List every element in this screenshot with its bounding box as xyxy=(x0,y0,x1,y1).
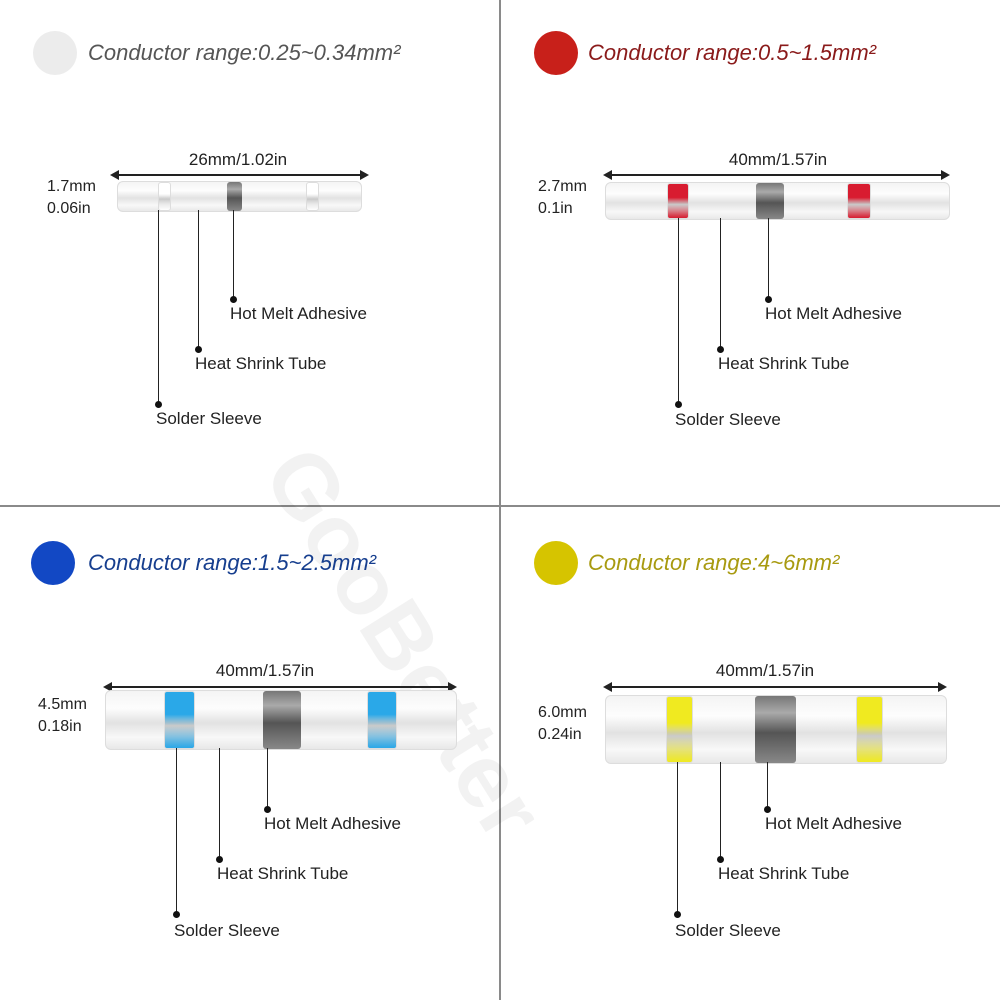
length-label: 40mm/1.57in xyxy=(215,661,315,680)
heat-leader-line xyxy=(216,748,223,863)
watermark-logo: GooBetter xyxy=(244,430,563,857)
horizontal-divider xyxy=(0,505,1000,507)
heat-leader-line xyxy=(717,218,724,353)
heat-leader-line xyxy=(717,762,724,863)
panel-title: Conductor range:1.5~2.5mm² xyxy=(88,550,376,575)
color-dot xyxy=(33,31,77,75)
adhesive-ring xyxy=(856,696,883,763)
color-dot xyxy=(534,31,578,75)
solder-label: Solder Sleeve xyxy=(156,409,262,428)
adhesive-label: Hot Melt Adhesive xyxy=(765,814,903,833)
diameter-in: 0.1in xyxy=(538,200,573,217)
adhesive-label: Hot Melt Adhesive xyxy=(765,304,903,323)
adhesive-leader-line xyxy=(173,748,180,918)
solder-sleeve xyxy=(756,183,784,219)
adhesive-leader-line xyxy=(674,762,681,918)
color-dot xyxy=(31,541,75,585)
heat-label: Heat Shrink Tube xyxy=(718,864,850,883)
adhesive-label: Hot Melt Adhesive xyxy=(230,304,368,323)
length-label: 40mm/1.57in xyxy=(715,661,815,680)
length-label: 40mm/1.57in xyxy=(728,150,828,169)
panel-title: Conductor range:0.25~0.34mm² xyxy=(88,40,401,65)
diameter-mm: 2.7mm xyxy=(538,178,587,195)
adhesive-ring xyxy=(158,182,171,211)
heat-shrink-tube xyxy=(605,695,947,764)
solder-leader-line xyxy=(230,210,237,303)
solder-sleeve xyxy=(755,696,796,763)
adhesive-ring xyxy=(666,696,693,763)
diameter-label: 6.0mm 0.24in xyxy=(538,702,587,746)
length-arrow xyxy=(603,682,947,692)
diameter-mm: 4.5mm xyxy=(38,696,87,713)
solder-label: Solder Sleeve xyxy=(675,921,781,940)
adhesive-leader-line xyxy=(675,218,682,408)
adhesive-ring xyxy=(367,691,397,749)
heat-label: Heat Shrink Tube xyxy=(217,864,349,883)
solder-leader-line xyxy=(264,748,271,813)
heat-leader-line xyxy=(195,210,202,353)
adhesive-leader-line xyxy=(155,210,162,408)
diameter-label: 4.5mm 0.18in xyxy=(38,694,87,738)
panel-title: Conductor range:0.5~1.5mm² xyxy=(588,40,876,65)
adhesive-ring xyxy=(164,691,195,749)
length-label: 26mm/1.02in xyxy=(188,150,288,169)
length-arrow xyxy=(110,170,369,180)
adhesive-label: Hot Melt Adhesive xyxy=(264,814,402,833)
color-dot xyxy=(534,541,578,585)
diameter-in: 0.06in xyxy=(47,200,91,217)
diameter-label: 1.7mm 0.06in xyxy=(47,176,96,220)
solder-sleeve xyxy=(227,182,242,211)
heat-label: Heat Shrink Tube xyxy=(718,354,850,373)
length-arrow xyxy=(103,682,457,692)
diameter-in: 0.18in xyxy=(38,718,82,735)
heat-label: Heat Shrink Tube xyxy=(195,354,327,373)
adhesive-ring xyxy=(847,183,871,219)
heat-shrink-tube xyxy=(105,690,457,750)
length-arrow xyxy=(603,170,950,180)
solder-label: Solder Sleeve xyxy=(675,410,781,429)
panel-title: Conductor range:4~6mm² xyxy=(588,550,840,575)
diameter-mm: 6.0mm xyxy=(538,704,587,721)
diameter-label: 2.7mm 0.1in xyxy=(538,176,587,220)
solder-leader-line xyxy=(764,762,771,813)
vertical-divider xyxy=(499,0,501,1000)
adhesive-ring xyxy=(306,182,319,211)
solder-leader-line xyxy=(765,218,772,303)
diameter-mm: 1.7mm xyxy=(47,178,96,195)
adhesive-ring xyxy=(667,183,689,219)
solder-label: Solder Sleeve xyxy=(174,921,280,940)
diameter-in: 0.24in xyxy=(538,726,582,743)
heat-shrink-tube xyxy=(605,182,950,220)
solder-sleeve xyxy=(263,691,301,749)
heat-shrink-tube xyxy=(117,181,362,212)
